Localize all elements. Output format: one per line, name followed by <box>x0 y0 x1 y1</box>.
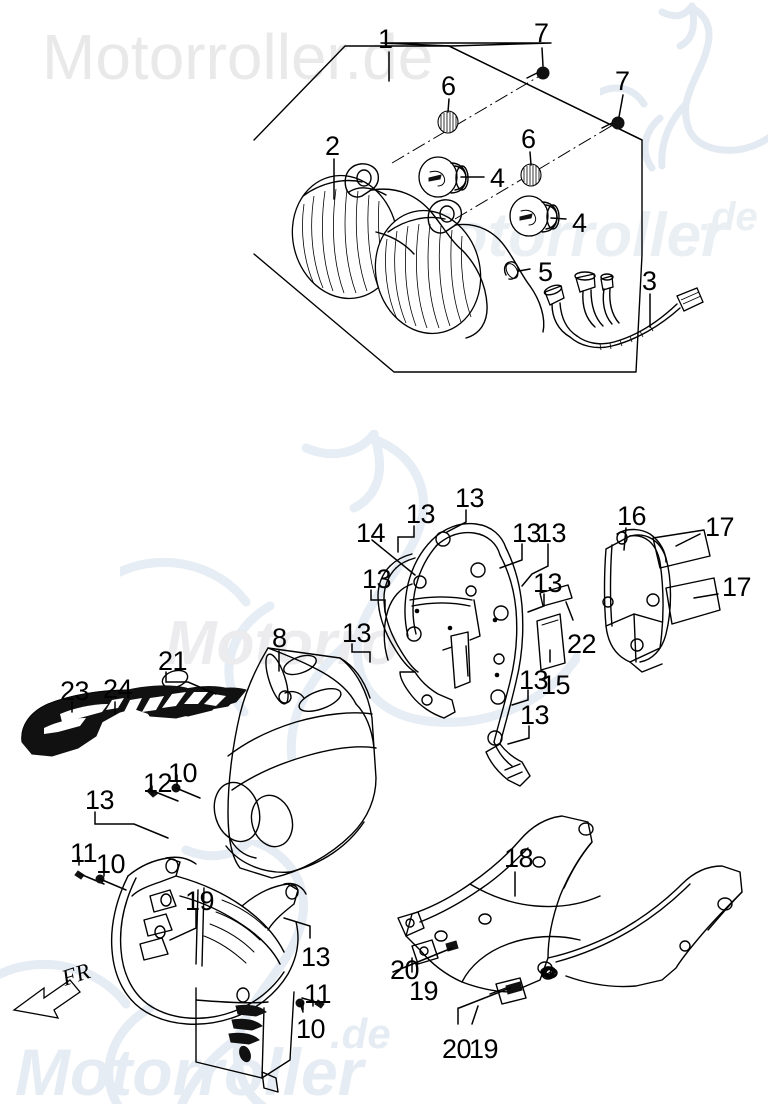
part-14-bracket-left <box>378 554 455 718</box>
part-17-lid-lower <box>666 578 720 624</box>
callout-17-upper: 17 <box>705 512 735 542</box>
callout-11-a: 11 <box>70 838 98 868</box>
part-6-grommet-lower <box>521 164 541 186</box>
part-7-screw-lower <box>602 117 624 129</box>
callout-19-b: 19 <box>409 976 439 1006</box>
callout-20-b: 20 <box>442 1034 472 1064</box>
callout-13-g: 13 <box>342 618 372 648</box>
callout-13-j: 13 <box>85 785 115 815</box>
callout-8: 8 <box>272 623 287 653</box>
callout-23: 23 <box>60 676 90 706</box>
fr-direction-arrow <box>14 980 80 1018</box>
callout-13-b: 13 <box>406 499 436 529</box>
callout-15: 15 <box>541 670 571 700</box>
part-7-screw-upper <box>527 67 549 79</box>
inner-cowl-frame <box>384 524 530 786</box>
callout-7-upper: 7 <box>534 18 549 48</box>
part-8-front-cover <box>208 648 376 878</box>
callout-17-lower: 17 <box>722 572 752 602</box>
leader-lines-group-2 <box>352 510 718 744</box>
callout-13-e: 13 <box>362 564 392 594</box>
callout-11-b: 11 <box>304 979 332 1009</box>
callout-13-d: 13 <box>537 518 567 548</box>
part-10-washer-upper <box>172 784 200 798</box>
callout-14: 14 <box>356 518 386 548</box>
callout-10-c: 10 <box>296 1014 326 1044</box>
callout-1: 1 <box>378 24 393 54</box>
callout-7-lower: 7 <box>615 66 630 96</box>
callout-4-upper: 4 <box>490 163 505 193</box>
callout-10-b: 10 <box>96 849 126 879</box>
part-10-washer-left <box>96 875 126 890</box>
callout-4-lower: 4 <box>572 208 587 238</box>
callout-12: 12 <box>143 768 173 798</box>
callout-18: 18 <box>504 843 534 873</box>
callout-13-a: 13 <box>455 483 485 513</box>
callout-13-c: 13 <box>512 518 542 548</box>
callout-13-k: 13 <box>301 942 331 972</box>
callout-16: 16 <box>617 501 647 531</box>
leader-lines-group-4 <box>393 872 515 1024</box>
part-17-lid-upper <box>653 530 710 568</box>
callout-19-c: 19 <box>469 1034 499 1064</box>
callout-6-upper: 6 <box>441 71 456 101</box>
assembly-1-axes <box>392 74 618 219</box>
callout-13-f: 13 <box>533 568 563 598</box>
callout-21: 21 <box>158 646 188 676</box>
callout-13-h: 13 <box>519 665 549 695</box>
part-18-floor-panel <box>398 816 742 1004</box>
part-6-grommet-upper <box>438 111 458 133</box>
part-2-headlight-unit <box>280 164 544 345</box>
callout-2: 2 <box>325 131 340 161</box>
leader-lines-group-3 <box>72 651 313 1010</box>
part-16-glove-box <box>603 530 671 673</box>
callout-24: 24 <box>103 674 133 704</box>
part-23-24-emblem <box>22 686 246 756</box>
callout-19-a: 19 <box>185 886 215 916</box>
part-3-wire-harness <box>543 272 703 350</box>
callout-10-a: 10 <box>168 758 198 788</box>
callout-22: 22 <box>567 629 597 659</box>
part-22-trim-strip <box>540 585 572 606</box>
part-5-bulb-clip <box>504 262 521 281</box>
part-4-bulb-socket-lower <box>510 196 559 236</box>
callout-3: 3 <box>642 266 657 296</box>
callout-6-lower: 6 <box>521 124 536 154</box>
callout-20-a: 20 <box>390 955 420 985</box>
part-19-grille-cover <box>112 857 306 1092</box>
callout-5: 5 <box>538 257 553 287</box>
part-4-bulb-socket-upper <box>419 157 468 197</box>
part-15-reflector-strip <box>537 614 565 670</box>
leader-lines-assembly-1 <box>334 48 650 327</box>
callout-13-i: 13 <box>520 700 550 730</box>
